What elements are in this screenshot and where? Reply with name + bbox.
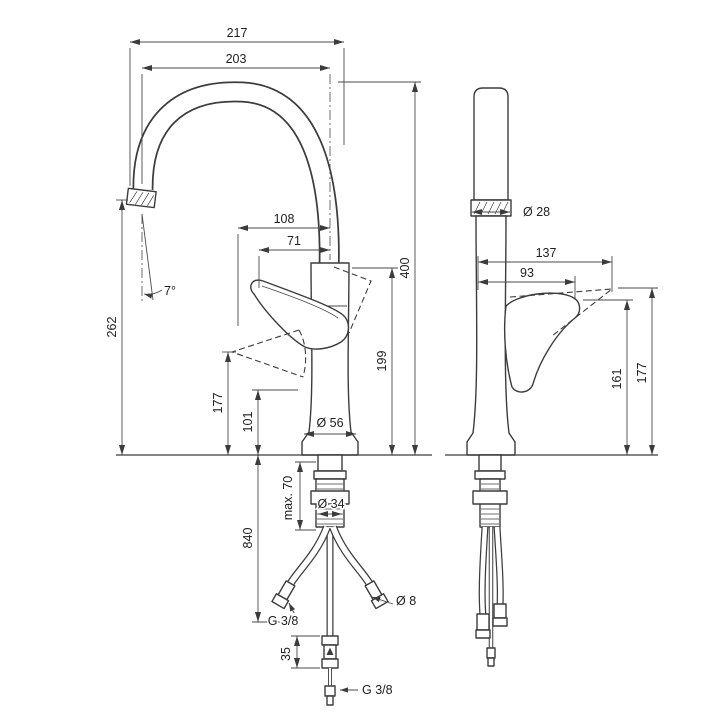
dim-93-label: 93 <box>520 266 534 280</box>
dim-dia28: Ø 28 <box>471 204 552 221</box>
dim-161: 161 <box>583 299 633 456</box>
handle-lever <box>250 279 350 350</box>
dim-101: 101 <box>240 389 298 456</box>
dim-108: 108 <box>237 211 331 326</box>
angle-7-indicator: 7° <box>141 213 177 304</box>
dim-max70-label: max. 70 <box>281 476 295 521</box>
label-dia8-text: Ø 8 <box>396 594 416 608</box>
aerator-tip <box>125 187 157 209</box>
dim-dia34: Ø 34 <box>316 496 346 518</box>
label-dia8: Ø 8 <box>371 593 418 610</box>
dim-177-right-label: 177 <box>635 363 649 384</box>
dim-203-label: 203 <box>226 52 247 66</box>
side-mounting-shank <box>472 454 508 528</box>
label-g38-bottom-text: G 3/8 <box>362 683 393 697</box>
side-handle-lever <box>503 292 581 393</box>
dim-dia56-label: Ø 56 <box>316 416 343 430</box>
dim-93: 93 <box>477 265 576 300</box>
dim-161-label: 161 <box>610 369 624 390</box>
side-supply-hoses <box>475 526 508 667</box>
side-view: Ø 28 137 93 161 177 <box>445 87 658 667</box>
mounting-shank <box>310 454 350 528</box>
dim-101-label: 101 <box>241 412 255 433</box>
dim-400: 400 <box>338 81 421 456</box>
dim-199: 199 <box>352 267 398 456</box>
dim-840-label: 840 <box>241 528 255 549</box>
dim-177-left: 177 <box>210 351 236 456</box>
dim-dia34-label: Ø 34 <box>317 497 344 511</box>
hose-fitting-left <box>271 580 296 610</box>
dim-71: 71 <box>258 233 331 288</box>
dim-177-right: 177 <box>618 287 658 456</box>
spout-arc <box>132 81 340 273</box>
dim-dia28-label: Ø 28 <box>523 205 550 219</box>
dim-dia56: Ø 56 <box>303 415 357 438</box>
check-valve <box>321 635 339 706</box>
supply-hoses <box>271 525 389 636</box>
label-g38-side-text: G 3/8 <box>268 614 299 628</box>
side-handle-dashed-up <box>509 288 614 337</box>
label-g38-side: G 3/8 <box>266 602 300 630</box>
dim-217: 217 <box>129 25 345 186</box>
dim-71-label: 71 <box>287 234 301 248</box>
label-g38-bottom: G 3/8 <box>339 682 394 699</box>
hose-fitting-right <box>364 580 389 610</box>
dim-400-label: 400 <box>398 258 412 279</box>
dim-262-label: 262 <box>105 317 119 338</box>
dim-137-label: 137 <box>536 246 557 260</box>
dim-35: 35 <box>278 635 320 669</box>
dim-840: 840 <box>240 454 288 623</box>
dim-217-label: 217 <box>227 26 248 40</box>
dim-35-label: 35 <box>279 647 293 661</box>
dim-max70: max. 70 <box>280 461 316 531</box>
dim-177-left-label: 177 <box>211 393 225 414</box>
side-spout-column <box>470 87 512 217</box>
dim-203: 203 <box>141 51 331 184</box>
handle-position-dashed-up <box>333 266 372 334</box>
dim-262: 262 <box>104 199 128 456</box>
dim-108-label: 108 <box>274 212 295 226</box>
dim-199-label: 199 <box>375 351 389 372</box>
angle-7-label: 7° <box>164 284 176 298</box>
front-view: 7° <box>104 25 432 706</box>
